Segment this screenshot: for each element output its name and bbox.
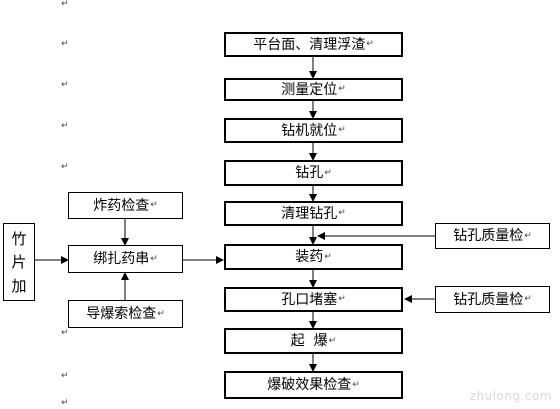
side-label-char: 片 <box>11 253 27 272</box>
paragraph-mark: ↵ <box>366 39 374 49</box>
paragraph-mark: ↵ <box>61 371 69 381</box>
step-clean-hole: 清理钻孔↵ <box>224 201 403 226</box>
paragraph-mark: ↵ <box>338 125 346 135</box>
step-drill-in-place: 钻机就位↵ <box>224 118 403 143</box>
paragraph-mark: ↵ <box>338 84 346 94</box>
box-label: 钻孔质量检 <box>453 228 524 244</box>
paragraph-mark: ↵ <box>524 230 532 241</box>
paragraph-mark: ↵ <box>524 294 532 304</box>
paragraph-mark: ↵ <box>352 379 360 390</box>
step-label: 清理钻孔 <box>281 205 338 222</box>
paragraph-mark: ↵ <box>61 39 69 49</box>
step-label: 孔口堵塞 <box>281 291 338 308</box>
paragraph-mark: ↵ <box>61 162 69 172</box>
paragraph-mark: ↵ <box>338 294 346 304</box>
paragraph-mark: ↵ <box>61 328 69 338</box>
step-label: 起 爆 <box>290 333 328 349</box>
side-label-bamboo: 竹 片 加 <box>3 223 35 301</box>
step-label: 平台面、清理浮渣 <box>253 36 366 53</box>
paragraph-mark: ↵ <box>324 167 332 178</box>
paragraph-mark: ↵ <box>150 200 158 210</box>
paragraph-mark: ↵ <box>324 251 332 262</box>
box-bind-explosive-string: 绑扎药串↵ <box>68 245 183 273</box>
paragraph-mark: ↵ <box>338 208 346 218</box>
paragraph-mark: ↵ <box>61 80 69 90</box>
side-label-char: 加 <box>11 276 27 295</box>
box-label: 钻孔质量检 <box>453 291 524 308</box>
step-drilling: 钻孔↵ <box>224 160 403 186</box>
step-label: 钻机就位 <box>281 122 338 139</box>
step-survey-positioning: 测量定位↵ <box>224 78 403 101</box>
box-label: 导爆索检查 <box>86 306 157 322</box>
box-drill-quality-check-2: 钻孔质量检↵ <box>435 286 550 313</box>
step-label: 装药 <box>295 249 324 265</box>
step-level-platform: 平台面、清理浮渣↵ <box>224 32 403 57</box>
step-detonation: 起 爆↵ <box>224 328 403 354</box>
step-blast-effect-check: 爆破效果检查↵ <box>224 371 403 399</box>
paragraph-mark: ↵ <box>61 121 69 131</box>
step-label: 测量定位 <box>281 81 338 98</box>
step-label: 钻孔 <box>295 165 324 181</box>
paragraph-mark: ↵ <box>157 308 165 319</box>
box-label: 绑扎药串 <box>93 251 150 267</box>
box-label: 炸药检查 <box>93 197 150 214</box>
watermark: zhulong.com <box>469 389 552 403</box>
box-explosive-check: 炸药检查↵ <box>68 192 183 219</box>
paragraph-mark: ↵ <box>61 0 69 9</box>
paragraph-mark: ↵ <box>328 335 337 346</box>
paragraph-mark: ↵ <box>150 253 158 264</box>
step-label: 爆破效果检查 <box>267 377 352 393</box>
box-detonating-cord-check: 导爆索检查↵ <box>68 300 183 328</box>
step-stemming: 孔口堵塞↵ <box>224 287 403 312</box>
step-charging: 装药↵ <box>224 244 403 270</box>
box-drill-quality-check-1: 钻孔质量检↵ <box>435 223 550 249</box>
paragraph-mark: ↵ <box>61 398 69 408</box>
side-label-char: 竹 <box>11 230 27 249</box>
